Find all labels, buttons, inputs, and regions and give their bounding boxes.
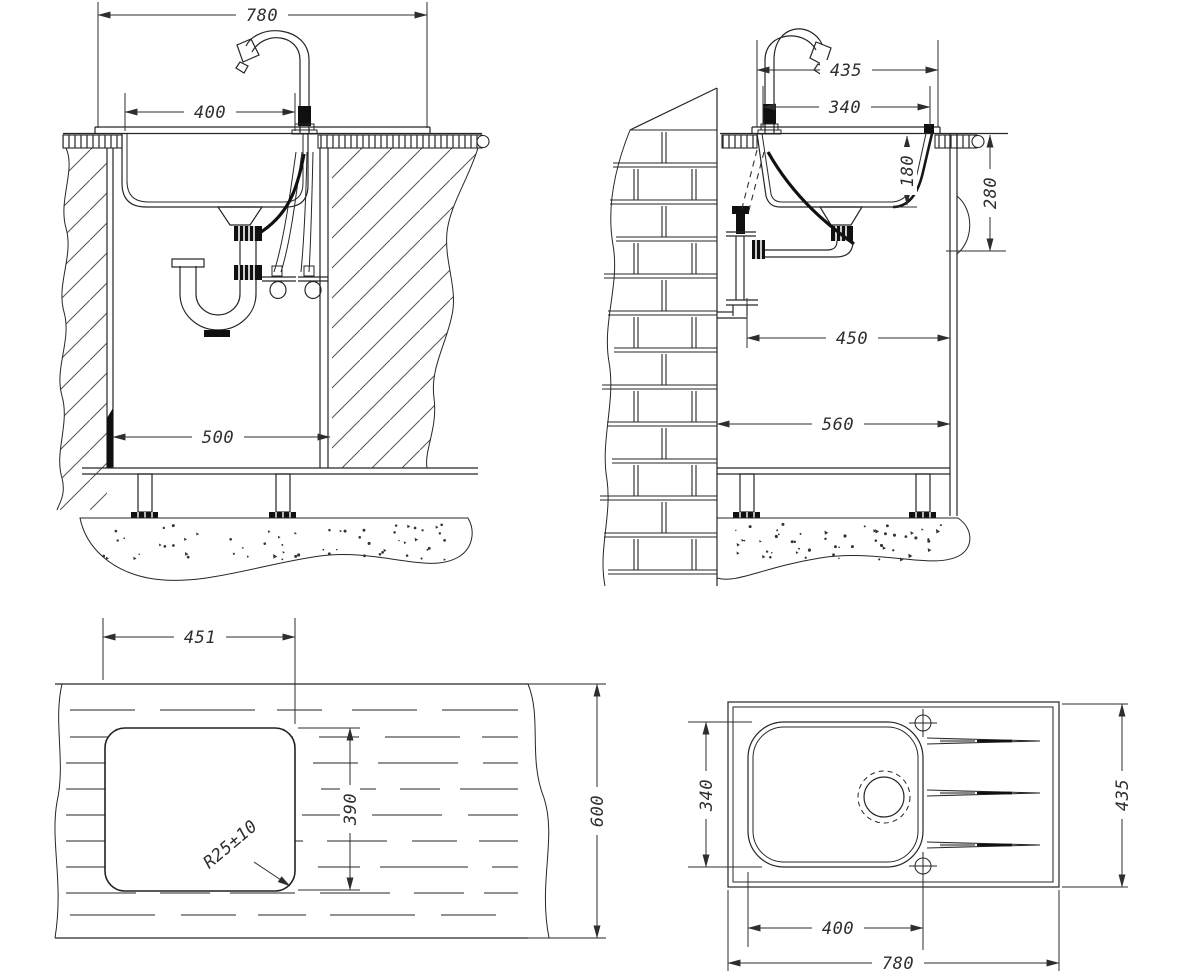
left-wall-hatch xyxy=(57,148,107,510)
dim-cutout-width: 451 xyxy=(102,618,296,724)
left-wall-break-edge xyxy=(56,147,70,511)
dim-plan-bowl-width: 400 xyxy=(747,872,924,950)
countertop-section xyxy=(62,126,490,149)
faucet-hole-plug xyxy=(924,124,934,133)
dim-counter-depth: 600 xyxy=(587,683,608,939)
faucet-front xyxy=(235,30,318,135)
right-wall-hatch xyxy=(332,148,478,468)
side-section-view: 435 340 180 280 450 560 xyxy=(600,28,1008,587)
dim-side-drain-offset: 450 xyxy=(746,298,951,349)
pullout-spray-hose-side xyxy=(766,151,855,246)
floor-slab-side xyxy=(716,517,971,580)
door-handle-arc xyxy=(956,195,971,255)
dim-cutout-depth: 390 xyxy=(298,727,361,891)
right-wall-break-edge xyxy=(426,147,479,469)
dim-side-bowl-depth: 340 xyxy=(762,86,931,127)
sink-bowl-front xyxy=(121,133,309,208)
cutout-template-view: 451 390 600 R25±10 xyxy=(54,618,608,939)
counter-break-right xyxy=(527,683,550,939)
top-plan-view: 340 400 780 435 xyxy=(688,701,1133,974)
dim-side-overall-depth: 435 xyxy=(756,40,939,127)
dim-text-600: 600 xyxy=(588,795,608,827)
sink-cutout xyxy=(104,727,296,892)
dim-text-280-side: 280 xyxy=(981,177,1001,209)
dim-text-435-side: 435 xyxy=(830,61,862,81)
cabinet-front xyxy=(82,148,478,518)
drain-assembly-side xyxy=(717,206,864,319)
dim-text-435-plan: 435 xyxy=(1113,779,1133,811)
dim-text-780-front: 780 xyxy=(246,6,278,26)
floor-slab-front xyxy=(79,517,473,581)
dim-side-drain-height: 280 xyxy=(946,134,1006,252)
dim-text-560-side: 560 xyxy=(822,415,854,435)
dim-plan-bowl-depth: 340 xyxy=(688,721,762,868)
faucet-side xyxy=(757,28,832,135)
brick-wall xyxy=(600,87,718,587)
faucet-handle xyxy=(298,106,311,126)
dim-text-500-front: 500 xyxy=(202,428,234,448)
sink-bowl-plan xyxy=(747,721,924,868)
dim-side-cabinet-depth: 560 xyxy=(716,414,951,435)
pullout-spray-hose-front xyxy=(257,153,306,236)
drain-hole xyxy=(863,776,905,818)
dim-text-390: 390 xyxy=(341,793,361,826)
dim-text-450-side: 450 xyxy=(836,329,868,349)
drain-flange-dashed xyxy=(857,770,911,824)
drainboard-grooves xyxy=(926,737,1041,849)
dim-text-451: 451 xyxy=(184,628,216,648)
dim-front-overall-width: 780 xyxy=(97,2,428,128)
supply-hoses-front xyxy=(262,151,328,300)
dim-front-cabinet-width: 500 xyxy=(112,427,331,448)
dim-text-400-plan: 400 xyxy=(822,919,854,939)
dim-front-bowl-width: 400 xyxy=(124,93,296,131)
dim-text-340-side: 340 xyxy=(828,98,861,118)
dim-side-bowl-height: 180 xyxy=(893,135,918,208)
dim-text-780-plan: 780 xyxy=(882,954,914,974)
counter-break-left xyxy=(54,683,63,939)
dim-plan-overall-width: 780 xyxy=(727,890,1060,974)
faucet-hole-top xyxy=(909,709,937,737)
dim-text-340-plan: 340 xyxy=(697,779,717,812)
dim-plan-overall-depth: 435 xyxy=(1062,703,1133,888)
supply-hose-dashed-1 xyxy=(740,149,758,213)
p-trap xyxy=(171,206,264,337)
front-section-view: 780 400 500 xyxy=(56,2,490,581)
dim-text-400-front: 400 xyxy=(194,103,226,123)
cabinet-side xyxy=(717,133,971,518)
dim-text-180-side: 180 xyxy=(898,155,918,187)
